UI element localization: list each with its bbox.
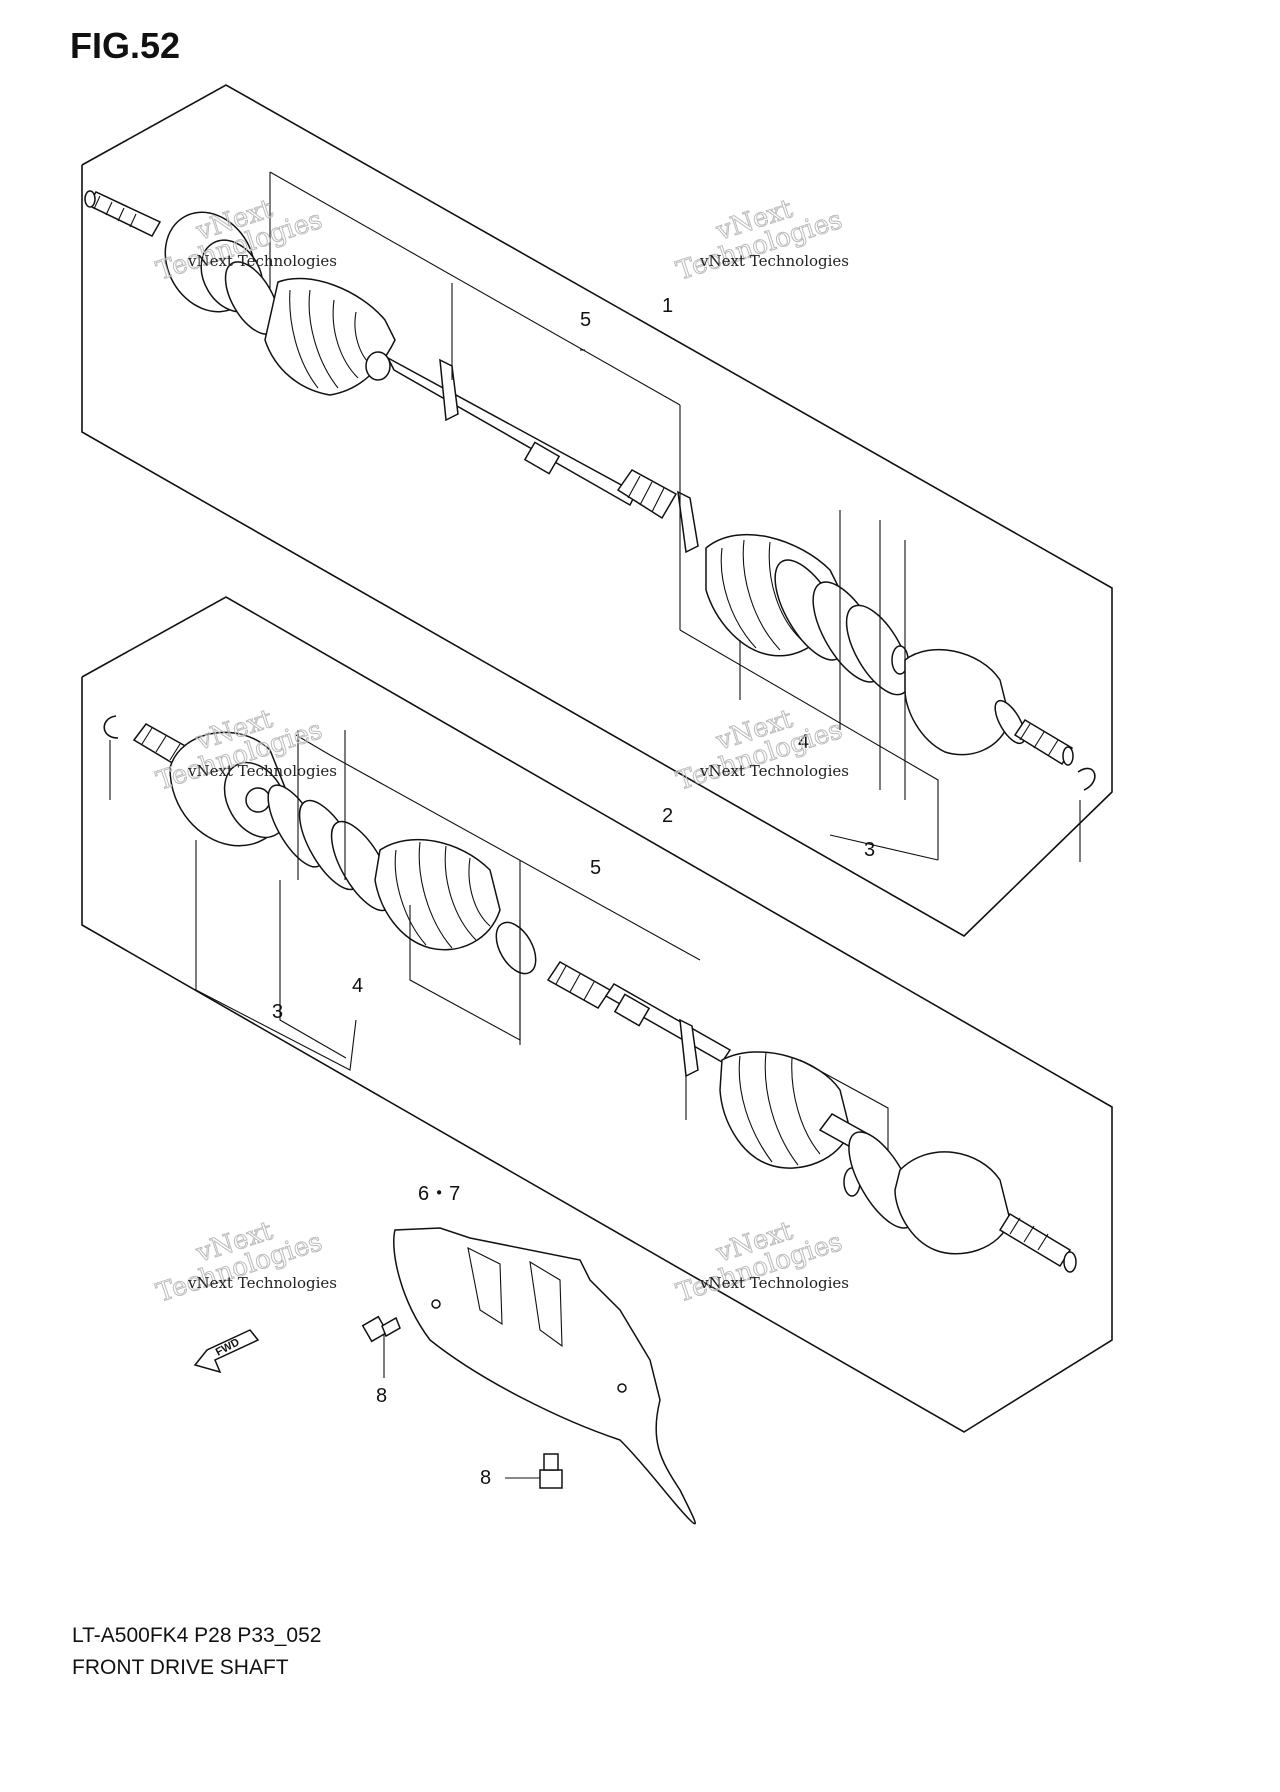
callout-5-upper: 5: [580, 309, 591, 331]
lower-leader-lines: [109, 730, 889, 1150]
skid-plate: [393, 1227, 696, 1525]
callout-4-lower: 4: [352, 975, 363, 997]
callout-6-7: 6・7: [418, 1183, 460, 1205]
callout-3-upper: 3: [864, 839, 875, 861]
bolt-lower: [505, 1453, 563, 1489]
upper-drive-shaft: [84, 190, 1096, 791]
callout-3-lower: 3: [272, 1001, 283, 1023]
figure-title: FIG.52: [70, 25, 180, 66]
svg-text:vNext Technologies: vNext Technologies: [187, 252, 337, 270]
lower-assembly-frame: [81, 596, 1113, 1433]
svg-text:vNext Technologies: vNext Technologies: [699, 1274, 849, 1292]
lower-drive-shaft: [103, 715, 1077, 1273]
callout-5-lower: 5: [590, 857, 601, 879]
svg-text:vNext Technologies: vNext Technologies: [699, 762, 849, 780]
callout-8-upper: 8: [376, 1385, 387, 1407]
svg-text:vNext Technologies: vNext Technologies: [699, 252, 849, 270]
callout-8-lower: 8: [480, 1467, 491, 1489]
upper-assembly-frame: [81, 84, 1113, 937]
callout-4-upper: 4: [798, 731, 809, 753]
section-name: FRONT DRIVE SHAFT: [72, 1656, 289, 1679]
callout-2: 2: [662, 805, 673, 827]
model-code: LT-A500FK4 P28 P33_052: [72, 1624, 321, 1647]
callout-1: 1: [662, 295, 673, 317]
svg-text:vNext Technologies: vNext Technologies: [187, 1274, 337, 1292]
forward-direction-arrow-icon: FWD: [193, 1329, 260, 1374]
upper-leader-lines: [269, 171, 1081, 862]
bolt-upper: [361, 1315, 401, 1343]
svg-text:vNext Technologies: vNext Technologies: [187, 762, 337, 780]
fwd-label: FWD: [214, 1336, 242, 1358]
